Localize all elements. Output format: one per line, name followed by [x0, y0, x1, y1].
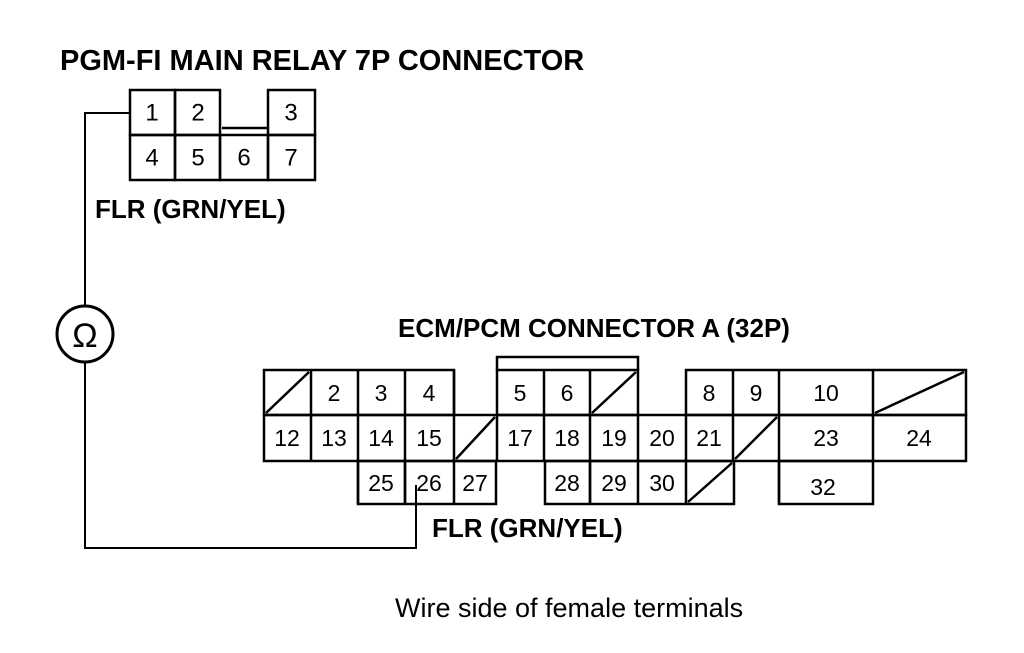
relay-pin-cell-7	[266, 133, 317, 182]
ecm-pin-label: 2	[328, 380, 341, 406]
relay-pin-label: 1	[145, 100, 158, 127]
empty-cavity-mark	[265, 371, 310, 414]
ecm-pin-label: 23	[813, 425, 839, 451]
empty-cavity-mark	[455, 416, 496, 460]
ecm-pin-label: 12	[274, 425, 300, 451]
ecm-pin-label: 17	[507, 425, 533, 451]
ecm-pin-label: 18	[554, 425, 580, 451]
ecm-pin-label: 15	[416, 425, 442, 451]
ecm-pin-label: 28	[554, 470, 580, 496]
ecm-pin-label: 10	[813, 380, 839, 406]
relay-pin-label: 5	[191, 145, 204, 172]
relay-connector-title: PGM-FI MAIN RELAY 7P CONNECTOR	[60, 45, 584, 77]
ecm-pin-label: 26	[416, 470, 442, 496]
ecm-pin-label: 3	[375, 380, 388, 406]
ecm-pin-label: 9	[750, 380, 763, 406]
empty-cavity-mark	[687, 462, 733, 503]
ecm-pin-label: 21	[696, 425, 722, 451]
relay-connector	[128, 88, 317, 182]
empty-cavity-mark	[734, 416, 778, 460]
relay-pin-label: 6	[237, 145, 250, 172]
ecm-pin-label: 8	[703, 380, 716, 406]
empty-cavity-mark	[874, 370, 965, 415]
ecm-pin-label: 20	[649, 425, 675, 451]
ecm-pin-label: 13	[321, 425, 347, 451]
ecm-pin-label: 4	[423, 380, 436, 406]
ecm-connector-hood	[495, 355, 640, 370]
ecm-pin-label: 14	[368, 425, 394, 451]
ecm-pin-label: 27	[462, 470, 488, 496]
ohmmeter-symbol: Ω	[55, 304, 115, 364]
ecm-pin-label: 19	[601, 425, 627, 451]
test-lead-wire	[84, 112, 417, 549]
ecm-pin-label: 6	[561, 380, 574, 406]
relay-pin-label: 7	[284, 145, 297, 172]
ecm-connector	[262, 355, 968, 506]
ecm-pin-label: 24	[906, 425, 932, 451]
relay-pin-label: 4	[145, 145, 158, 172]
relay-pin-label: 2	[191, 100, 204, 127]
ecm-pin-label: 32	[810, 474, 836, 500]
ecm-row3-block-b	[543, 459, 736, 506]
footer-caption: Wire side of female terminals	[395, 593, 743, 623]
relay-wire-label: FLR (GRN/YEL)	[95, 194, 286, 224]
ecm-pin-label: 30	[649, 470, 675, 496]
ecm-pin-label: 29	[601, 470, 627, 496]
empty-cavity-mark	[591, 371, 637, 414]
ohm-icon: Ω	[72, 317, 97, 355]
ecm-wire-label: FLR (GRN/YEL)	[432, 513, 623, 543]
relay-pin-label: 3	[284, 100, 297, 127]
ecm-pin-label: 25	[368, 470, 394, 496]
ecm-connector-title: ECM/PCM CONNECTOR A (32P)	[398, 313, 790, 343]
ecm-pin-label: 5	[514, 380, 527, 406]
